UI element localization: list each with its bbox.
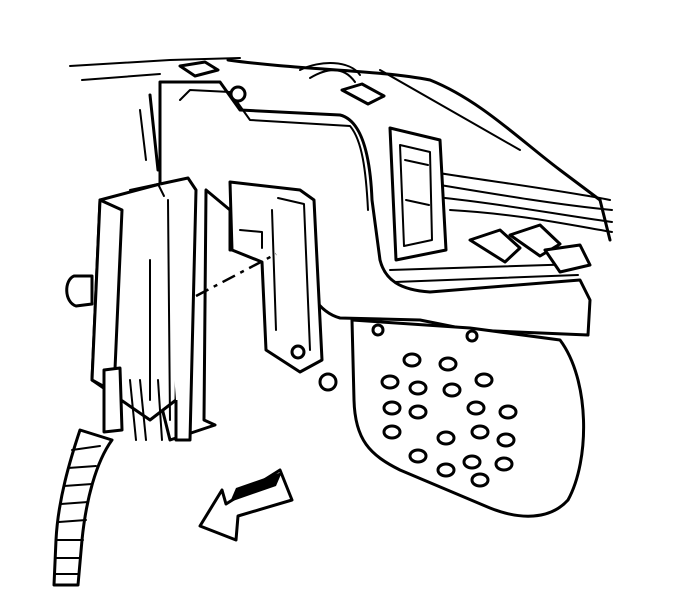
removal-direction-arrow xyxy=(198,468,294,542)
electrical-connector xyxy=(65,176,198,442)
connector-frame xyxy=(388,126,592,274)
control-module-board xyxy=(228,180,338,392)
wire-bundle xyxy=(299,62,613,233)
dash-panel-outline xyxy=(69,57,612,242)
wiring-harness-conduit xyxy=(52,366,124,587)
cover-holes xyxy=(380,352,518,488)
perforated-cover-plate xyxy=(350,318,586,518)
